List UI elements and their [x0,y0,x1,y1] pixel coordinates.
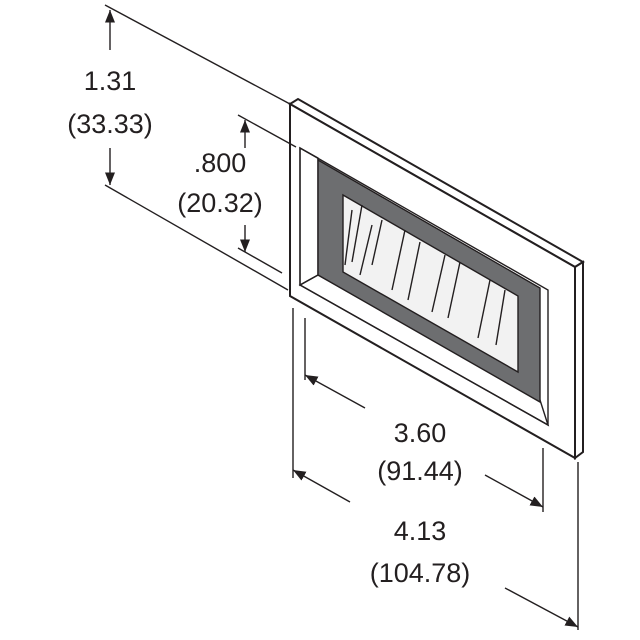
window-height-inch: .800 [194,148,247,178]
display-window [317,158,541,404]
frame-side-edge [574,260,584,460]
overall-width-mm: (104.78) [370,558,471,588]
dimension-window-width: 3.60 (91.44) [304,318,544,512]
overall-width-inch: 4.13 [394,516,447,546]
glass-reflection-lines [344,204,506,346]
window-width-inch: 3.60 [394,418,447,448]
dimension-window-height: .800 (20.32) [177,114,297,274]
dimension-overall-height: 1.31 (33.33) [67,4,291,291]
window-width-mm: (91.44) [377,456,463,486]
overall-height-inch: 1.31 [84,66,137,96]
dimension-overall-width: 4.13 (104.78) [292,308,579,630]
window-height-mm: (20.32) [177,188,263,218]
overall-height-mm: (33.33) [67,109,153,139]
